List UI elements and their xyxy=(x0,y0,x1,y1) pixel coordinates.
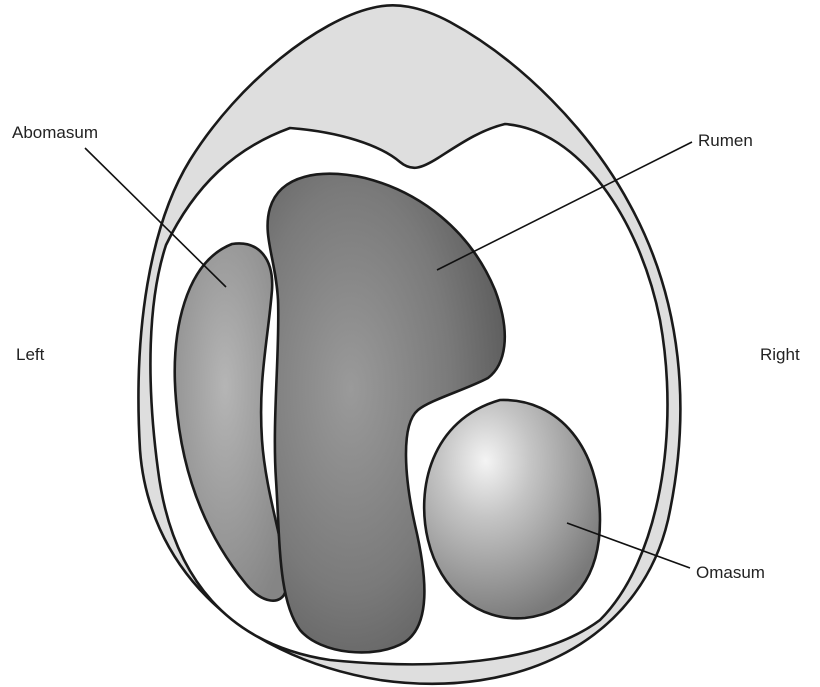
left-side-label: Left xyxy=(16,345,45,364)
abomasum-label: Abomasum xyxy=(12,123,98,142)
omasum-organ xyxy=(424,400,600,618)
omasum-label: Omasum xyxy=(696,563,765,582)
right-side-label: Right xyxy=(760,345,800,364)
rumen-label: Rumen xyxy=(698,131,753,150)
